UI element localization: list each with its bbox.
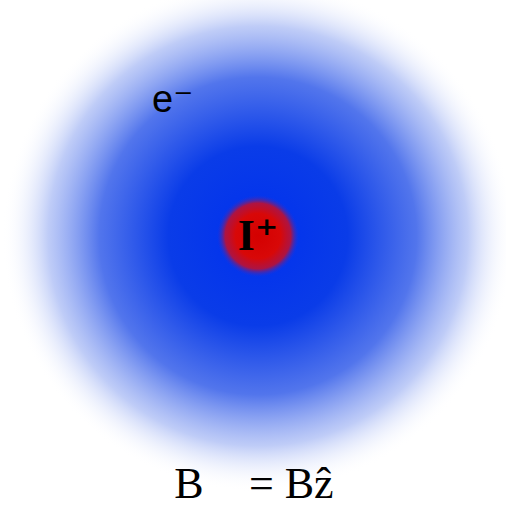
nucleus-circle: I⁺ bbox=[217, 195, 299, 277]
electron-label: e⁻ bbox=[152, 80, 193, 118]
nucleus-disc bbox=[217, 195, 299, 277]
magnetic-field-equation: B⃗ = Bẑ bbox=[174, 462, 333, 506]
ion-symbol: I⁺ bbox=[238, 214, 278, 258]
electron-cloud-disc bbox=[2, 0, 506, 492]
